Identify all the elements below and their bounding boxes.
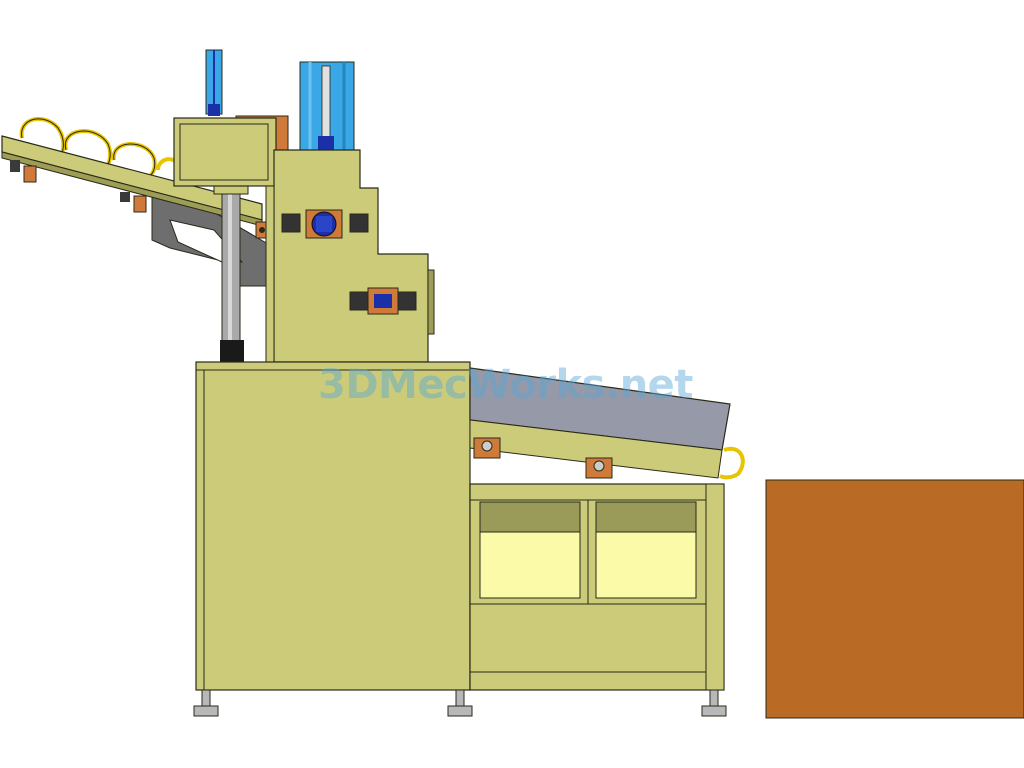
output-conveyor [469,367,745,480]
chute-tab [133,195,147,213]
chute-foot [10,160,20,172]
post-base [220,340,244,364]
chute-foot [120,192,130,202]
collection-bin-left [479,501,581,599]
small-cylinder [205,49,223,116]
chute-tab [23,165,37,183]
sensor-box [173,117,277,187]
bin-cabinet [469,483,725,691]
leveling-feet [193,689,727,717]
base-cabinet [195,361,471,691]
upper-housing [265,149,435,363]
collection-bin-right [595,501,697,599]
conveyor-spring [719,446,745,480]
motor-unit-upper [281,209,369,239]
main-cylinder [299,61,355,151]
motor-unit-lower [349,287,417,315]
copper-block [765,479,1024,719]
